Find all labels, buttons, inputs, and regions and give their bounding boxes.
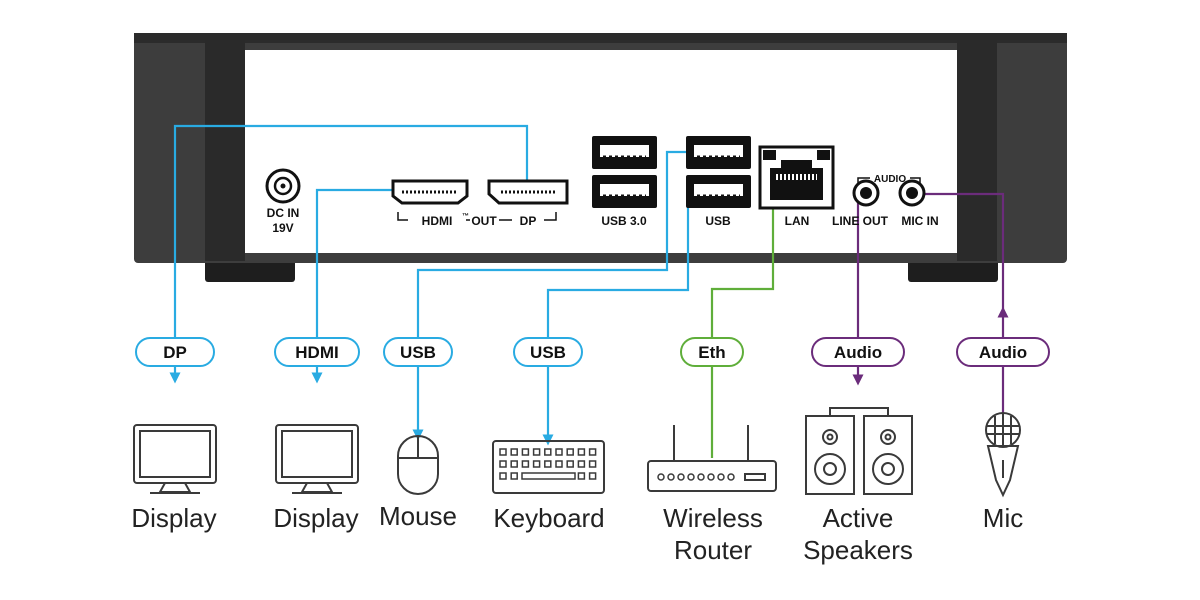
keyboard-key	[566, 460, 574, 468]
router-led	[677, 473, 685, 481]
hdmi-tm-mark: ™	[462, 213, 469, 220]
svg-text:HDMI: HDMI	[295, 343, 338, 362]
usb-label: USB	[705, 214, 731, 228]
keyboard-key	[555, 448, 563, 456]
svg-text:Audio: Audio	[834, 343, 882, 362]
keyboard-key	[566, 448, 574, 456]
audio-group-bracket	[857, 177, 921, 184]
keyboard-key	[510, 448, 518, 456]
svg-text:Eth: Eth	[698, 343, 725, 362]
keyboard-key	[555, 460, 563, 468]
dp-cable	[169, 124, 529, 384]
keyboard-key	[577, 448, 586, 456]
keyboard-key	[544, 448, 552, 456]
router-led	[687, 473, 695, 481]
tag-usb-mouse: USB	[383, 337, 453, 367]
ethernet-cable	[710, 208, 775, 458]
router-led	[717, 473, 725, 481]
keyboard-key	[521, 460, 530, 468]
line-out-label: LINE OUT	[832, 214, 889, 228]
audio-group-label: AUDIO	[874, 174, 906, 185]
keyboard-icon	[492, 440, 605, 494]
router-led	[697, 473, 705, 481]
tag-hdmi: HDMI	[274, 337, 360, 367]
tag-dp: DP	[135, 337, 215, 367]
dc-in-port	[265, 168, 301, 204]
keyboard-key	[577, 460, 586, 468]
display-icon	[133, 424, 217, 494]
router-label-line2: Router	[674, 535, 752, 565]
keyboard-label: Keyboard	[493, 503, 604, 533]
usb3-label: USB 3.0	[601, 214, 647, 228]
tag-eth: Eth	[680, 337, 744, 367]
mic-label: Mic	[983, 503, 1023, 533]
svg-text:Audio: Audio	[979, 343, 1027, 362]
hdmi-cable	[311, 188, 393, 384]
dc-in-label: DC IN	[267, 206, 300, 220]
keyboard-key	[510, 460, 518, 468]
display2-label: Display	[273, 503, 358, 533]
svg-text:USB: USB	[530, 343, 566, 362]
right-corner-block	[957, 40, 997, 261]
svg-text:DP: DP	[163, 343, 187, 362]
dp-out-label: DP	[520, 214, 537, 228]
lan-label: LAN	[785, 214, 810, 228]
display-icon	[275, 424, 359, 494]
keyboard-key	[499, 448, 507, 456]
keyboard-key	[588, 460, 597, 468]
keyboard-key	[588, 472, 597, 480]
mic-icon	[985, 412, 1021, 498]
tag-audio-mic: Audio	[956, 337, 1050, 367]
speakers-label-line1: Active	[823, 503, 894, 533]
keyboard-key	[521, 448, 530, 456]
mouse-icon	[397, 435, 439, 495]
keyboard-key	[577, 472, 586, 480]
keyboard-key	[499, 472, 507, 480]
out-label: OUT	[471, 214, 497, 228]
svg-text:USB: USB	[400, 343, 436, 362]
router-icon	[647, 425, 777, 492]
left-foot	[205, 258, 295, 282]
router-led	[727, 473, 735, 481]
dp-port	[487, 179, 569, 205]
tag-usb-keyboard: USB	[513, 337, 583, 367]
mic-in-jack	[898, 179, 926, 207]
hdmi-port	[391, 179, 469, 205]
keyboard-key	[532, 448, 541, 456]
keyboard-keys	[499, 448, 597, 480]
keyboard-key	[532, 460, 541, 468]
right-foot	[908, 258, 998, 282]
usb-ports	[686, 136, 751, 208]
dc-voltage-label: 19V	[272, 221, 293, 235]
speakers-icon	[805, 407, 913, 495]
mouse-label: Mouse	[379, 501, 457, 531]
video-out-bracket	[397, 212, 557, 221]
left-corner-block	[205, 40, 245, 261]
router-led	[657, 473, 665, 481]
router-led	[667, 473, 675, 481]
usb-mouse-cable	[412, 150, 686, 441]
router-led	[707, 473, 715, 481]
keyboard-key	[588, 448, 597, 456]
keyboard-key	[510, 472, 518, 480]
router-label-line1: Wireless	[663, 503, 763, 533]
keyboard-key	[499, 460, 507, 468]
line-out-jack	[852, 179, 880, 207]
lan-port	[758, 145, 835, 210]
router-leds	[657, 473, 735, 481]
usb3-ports	[592, 136, 657, 208]
speakers-label-line2: Speakers	[803, 535, 913, 565]
keyboard-spacebar	[521, 472, 576, 480]
keyboard-key	[544, 460, 552, 468]
display1-label: Display	[131, 503, 216, 533]
mic-in-label: MIC IN	[901, 214, 938, 228]
tag-audio-speakers: Audio	[811, 337, 905, 367]
hdmi-out-label: HDMI	[422, 214, 453, 228]
